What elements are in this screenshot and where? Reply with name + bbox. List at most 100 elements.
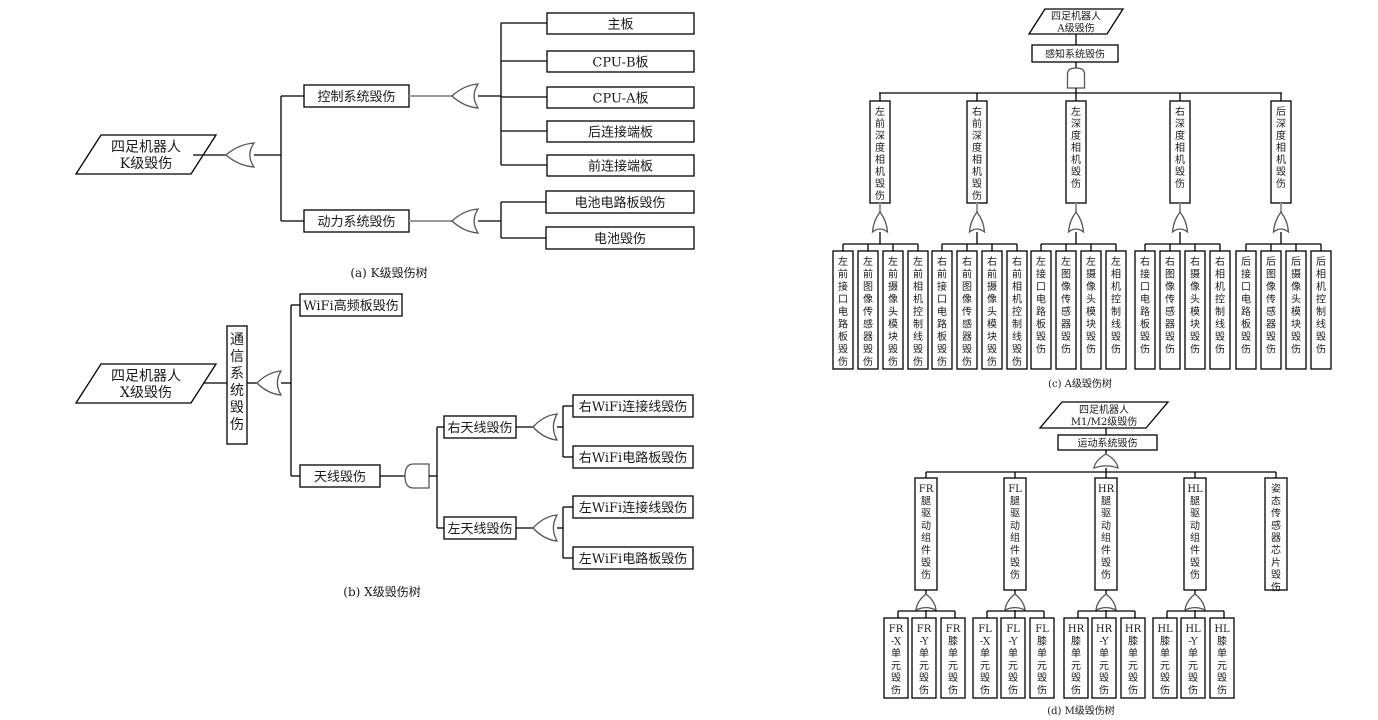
intermediate-event-box: 运动系统毁伤 xyxy=(1057,434,1158,451)
event-label-char: 统 xyxy=(230,383,244,399)
event-label-char: 毁 xyxy=(1008,672,1018,684)
event-label-char: 后 xyxy=(1276,106,1286,118)
event-label-char: 驱 xyxy=(921,508,931,520)
basic-event-box: CPU-B板 xyxy=(546,50,695,73)
event-label-char: 伤 xyxy=(1099,684,1109,697)
event-label: 前连接端板 xyxy=(588,158,653,174)
top-event-label: 四足机器人 xyxy=(1079,403,1129,416)
event-label-char: 元 xyxy=(948,661,958,672)
event-label-char: 板 xyxy=(937,330,947,343)
event-label-char: 伤 xyxy=(987,355,997,368)
event-label-char: 毁 xyxy=(1012,344,1022,356)
event-label-char: 控 xyxy=(1012,305,1022,318)
event-label-char: 前 xyxy=(937,268,947,281)
event-label-char: 器 xyxy=(1271,532,1281,544)
event-label-char: 伤 xyxy=(1140,343,1150,356)
event-label-char: 器 xyxy=(1266,319,1276,331)
event-label-char: 度 xyxy=(875,141,885,154)
event-label-char: 毁 xyxy=(891,672,901,684)
basic-event-box: 后连接端板 xyxy=(546,120,695,143)
event-label-char: 右 xyxy=(972,105,982,118)
panel-d-m-level-tree: 四足机器人M1/M2级毁伤运动系统毁伤FR腿驱动组件毁伤FR-X单元毁伤FR-Y… xyxy=(883,401,1288,699)
event-label-char: 毁 xyxy=(1140,331,1150,343)
event-label-char: -Y xyxy=(1189,636,1198,647)
event-box xyxy=(546,50,695,73)
event-label-char: 毁 xyxy=(1190,331,1200,343)
event-label-char: 毁 xyxy=(1037,672,1047,684)
event-label-char: 头 xyxy=(1291,294,1301,306)
event-label-char: 板 xyxy=(1140,318,1150,331)
event-label-char: 伤 xyxy=(1101,568,1111,581)
event-label-char: 度 xyxy=(1276,129,1286,142)
event-label-char: 传 xyxy=(863,306,873,318)
event-label-char: 相 xyxy=(913,280,923,293)
event-label-char: 制 xyxy=(1012,318,1022,331)
event-label-char: 左 xyxy=(1061,255,1071,268)
event-label-char: 毁 xyxy=(1241,331,1251,343)
or-gate-icon xyxy=(1093,453,1119,469)
event-label-char: 伤 xyxy=(1266,343,1276,356)
event-label-char: 器 xyxy=(863,331,873,343)
event-label-char: 摄 xyxy=(1086,268,1096,281)
event-label-char: 单 xyxy=(919,648,929,660)
event-label-char: 伤 xyxy=(1111,343,1121,356)
event-box xyxy=(981,250,1003,370)
event-label-char: FL xyxy=(1006,624,1020,635)
event-box xyxy=(832,250,854,370)
event-label-char: 元 xyxy=(1008,661,1018,672)
event-label-char: 腿 xyxy=(1190,495,1200,507)
event-label-char: 口 xyxy=(838,295,848,306)
event-label-char: 制 xyxy=(913,318,923,331)
event-label-char: HR xyxy=(1098,484,1115,495)
event-box xyxy=(1152,617,1178,699)
event-label-char: 头 xyxy=(1190,294,1200,306)
event-label-char: 制 xyxy=(1111,305,1121,318)
event-label-char: 伤 xyxy=(972,189,982,202)
and-gate-icon xyxy=(404,463,430,489)
event-label-char: 毁 xyxy=(838,344,848,356)
event-label: 动力系统毁伤 xyxy=(317,215,395,230)
event-label-char: 像 xyxy=(1266,281,1276,293)
event-label-char: 右 xyxy=(962,255,972,268)
event-label-char: 模 xyxy=(1086,306,1096,318)
event-label-char: 口 xyxy=(1036,282,1046,293)
event-label-char: 深 xyxy=(972,130,982,142)
event-label-char: 摄 xyxy=(1291,268,1301,281)
event-label-char: 伤 xyxy=(1061,343,1071,356)
top-event-label: 四足机器人 xyxy=(111,139,181,155)
event-label-char: 右 xyxy=(1012,255,1022,268)
event-box xyxy=(1120,617,1146,699)
top-event-shape xyxy=(1038,401,1170,429)
event-label-char: 组 xyxy=(921,531,931,544)
event-label-char: 伤 xyxy=(1165,343,1175,356)
event-label-char: 伤 xyxy=(948,684,958,697)
event-label-char: 伤 xyxy=(919,684,929,697)
basic-event-box: CPU-A板 xyxy=(546,86,695,109)
caption-d: (d) M级毁伤树 xyxy=(1047,704,1115,717)
event-label-char: 右 xyxy=(1140,255,1150,268)
event-label-char: 机 xyxy=(875,165,885,178)
event-label-char: 单 xyxy=(1071,648,1081,660)
event-label-char: 接 xyxy=(1140,268,1150,281)
event-label-char: 板 xyxy=(838,330,848,343)
event-label-char: 路 xyxy=(937,318,947,331)
event-label: CPU-A板 xyxy=(593,91,649,106)
event-label-char: 元 xyxy=(1071,661,1081,672)
event-label-char: 伤 xyxy=(1271,580,1281,593)
event-label-char: 伤 xyxy=(1160,684,1170,697)
event-label-char: 伤 xyxy=(891,684,901,697)
event-label-char: 单 xyxy=(1128,648,1138,660)
